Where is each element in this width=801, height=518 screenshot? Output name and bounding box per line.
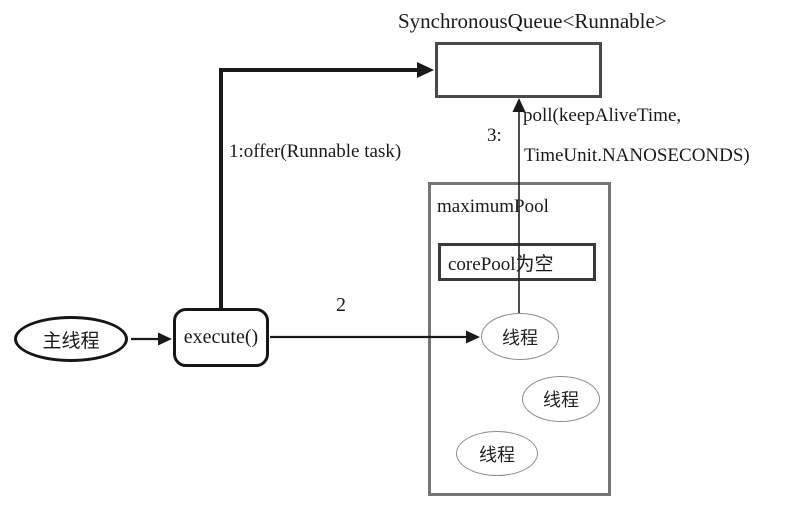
thread-node-2: 线程 bbox=[522, 376, 600, 422]
thread-node-3: 线程 bbox=[456, 431, 538, 476]
execute-arrowhead-icon bbox=[158, 332, 172, 346]
queue-title: SynchronousQueue<Runnable> bbox=[398, 9, 667, 33]
poll-edge-label-line1: poll(keepAliveTime, bbox=[523, 105, 682, 126]
thread-3-label: 线程 bbox=[479, 444, 515, 465]
poll-edge-label-line2: TimeUnit.NANOSECONDS) bbox=[524, 145, 750, 166]
step3-edge-label: 3: bbox=[487, 125, 502, 146]
main-thread-label: 主线程 bbox=[42, 330, 100, 352]
core-pool-box: corePool为空 bbox=[438, 243, 596, 281]
core-pool-label: corePool为空 bbox=[448, 253, 554, 275]
execute-node: execute() bbox=[173, 308, 269, 367]
synchronous-queue-rect bbox=[435, 42, 602, 98]
execute-label: execute() bbox=[183, 326, 259, 348]
offer-arrowhead-icon bbox=[417, 62, 434, 78]
offer-edge-label: 1:offer(Runnable task) bbox=[229, 141, 402, 162]
step2-edge-label: 2 bbox=[336, 294, 346, 316]
offer-arrow-line bbox=[219, 68, 420, 308]
thread-1-label: 线程 bbox=[502, 327, 538, 348]
thread-2-label: 线程 bbox=[543, 390, 579, 410]
maximum-pool-label: maximumPool bbox=[437, 196, 549, 217]
thread-node-1: 线程 bbox=[481, 313, 559, 360]
main-thread-node: 主线程 bbox=[14, 316, 128, 362]
